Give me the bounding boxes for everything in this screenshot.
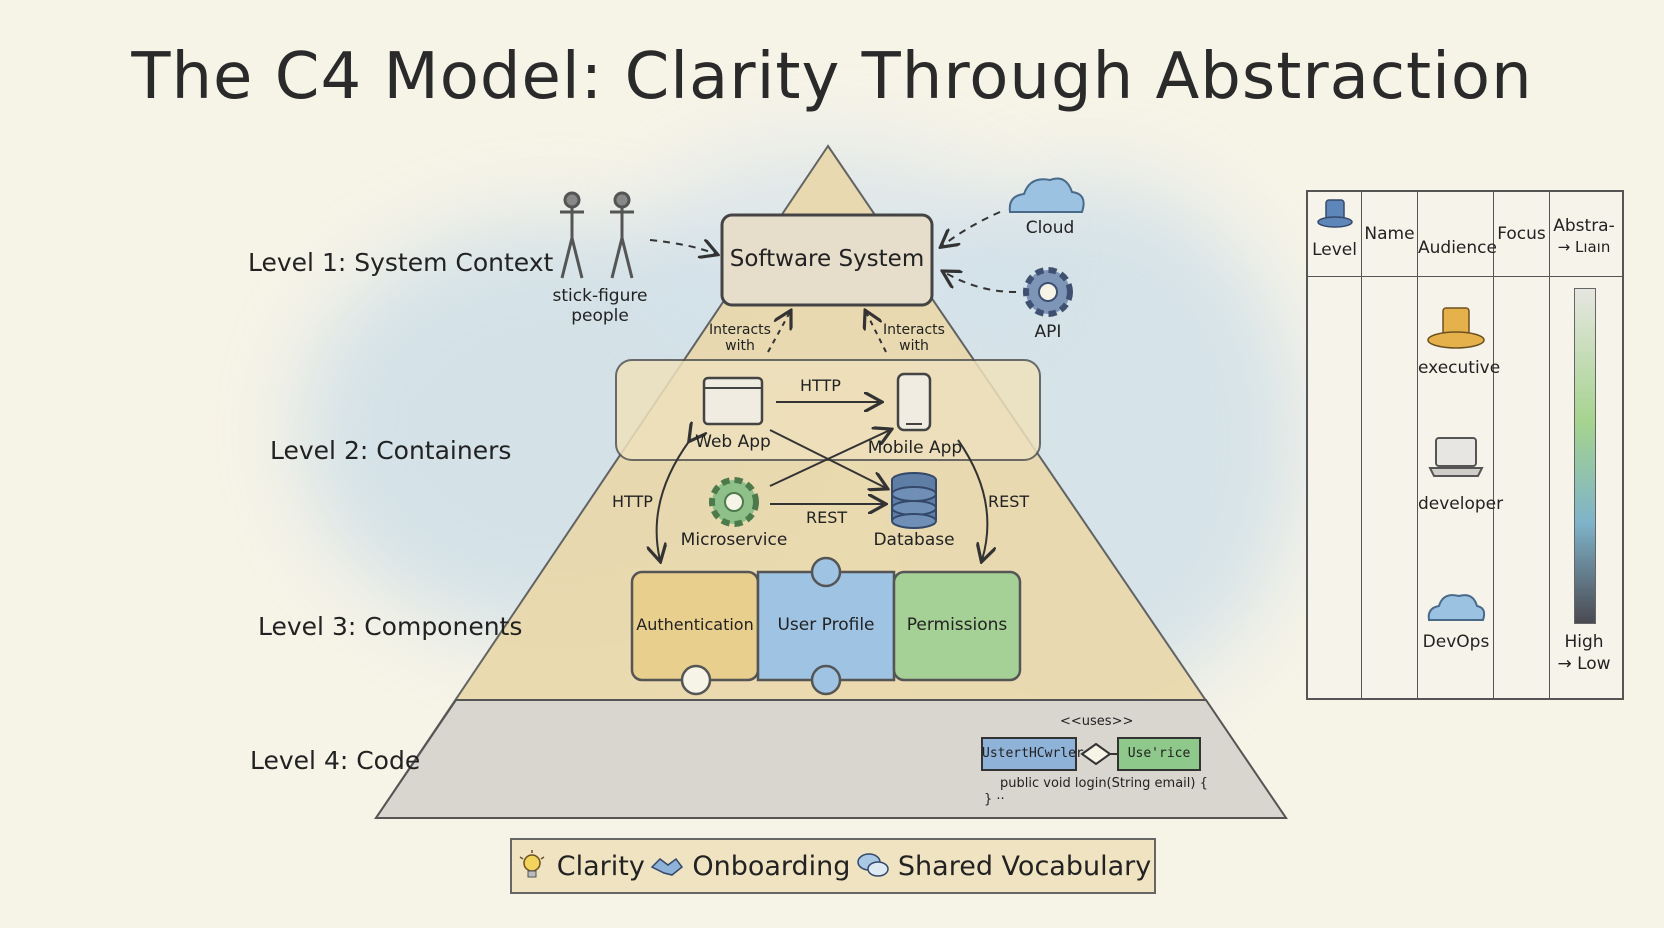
- header-audience: Audience: [1418, 238, 1497, 258]
- people-icon: [560, 191, 634, 279]
- table-col-focus: Focus: [1494, 192, 1550, 698]
- component-permissions: Permissions: [906, 615, 1008, 635]
- rest-right-label: REST: [988, 492, 1030, 511]
- header-focus: Focus: [1497, 224, 1546, 244]
- benefit-onboarding: Onboarding: [650, 849, 850, 883]
- uml-class-right: Use'rice: [1127, 746, 1191, 761]
- database-label: Database: [873, 530, 955, 550]
- cloud-icon: [1427, 594, 1486, 621]
- web-app-label: Web App: [695, 432, 771, 452]
- header-name: Name: [1364, 224, 1415, 244]
- uml-class-left: UstertHCwrler: [982, 746, 1084, 761]
- software-system-label: Software System: [729, 246, 925, 272]
- people-label: stick-figure people: [552, 286, 648, 326]
- microservice-label: Microservice: [680, 530, 788, 550]
- arrow-api-to-system: [944, 272, 1017, 293]
- audience-table: Level Name Audience executive developer …: [1306, 190, 1624, 700]
- arrow-cloud-to-system: [942, 211, 1001, 246]
- interacts-left-line2: with: [725, 338, 755, 354]
- cloud-label: Cloud: [1025, 218, 1075, 238]
- database-icon: [891, 472, 937, 529]
- mobile-app-label: Mobile App: [867, 438, 963, 458]
- code-line-2: } ··: [984, 792, 1005, 807]
- laptop-icon: [1428, 437, 1484, 477]
- http-left-label: HTTP: [612, 492, 653, 511]
- table-header-row: [1308, 192, 1622, 277]
- uses-label: <<uses>>: [1060, 714, 1134, 729]
- benefit-clarity-label: Clarity: [556, 850, 645, 882]
- software-system-box: [720, 213, 934, 307]
- benefit-shared-vocabulary: Shared Vocabulary: [856, 849, 1151, 883]
- component-user-profile: User Profile: [777, 615, 875, 635]
- interacts-right-label: Interacts with: [874, 322, 954, 354]
- benefit-shared-vocabulary-label: Shared Vocabulary: [897, 850, 1152, 882]
- header-level: Level: [1312, 240, 1357, 260]
- audience-developer: developer: [1418, 494, 1504, 514]
- web-app-icon: [702, 376, 764, 426]
- audience-devops: DevOps: [1422, 632, 1490, 652]
- speech-bubbles-icon: [857, 853, 889, 877]
- interacts-right-line1: Interacts: [883, 322, 945, 338]
- arrow-http-left: [657, 440, 690, 560]
- level-1-label: Level 1: System Context: [248, 248, 554, 277]
- api-label: API: [1034, 322, 1062, 342]
- pyramid: [374, 144, 1288, 819]
- page-title: The C4 Model: Clarity Through Abstractio…: [131, 40, 1533, 114]
- level-3-label: Level 3: Components: [258, 612, 523, 641]
- rest-mid-label: REST: [806, 508, 848, 527]
- interacts-arrow-right: [866, 312, 887, 353]
- scale-low: → Low: [1557, 654, 1611, 674]
- arrow-rest-right: [957, 439, 987, 560]
- api-gear-icon: [1023, 267, 1073, 317]
- handshake-icon: [651, 857, 684, 876]
- lightbulb-icon: [519, 850, 545, 878]
- scale-high: High: [1564, 632, 1604, 652]
- level-4-label: Level 4: Code: [250, 746, 421, 775]
- table-col-level: Level: [1308, 192, 1362, 698]
- mobile-app-icon: [896, 372, 932, 432]
- benefit-clarity: Clarity: [515, 849, 645, 883]
- interacts-left-label: Interacts with: [700, 322, 780, 354]
- top-hat-icon: [1317, 199, 1353, 228]
- table-col-name: Name: [1362, 192, 1418, 698]
- benefits-bar: Clarity Onboarding Shared Vocabulary: [510, 838, 1156, 894]
- http-top-label: HTTP: [800, 376, 841, 395]
- audience-executive: executive: [1418, 358, 1501, 378]
- code-line-1: public void login(String email) {: [1000, 776, 1208, 791]
- arrow-micro-to-mobile: [769, 430, 890, 487]
- components-puzzle: [630, 556, 1022, 696]
- header-abstraction: Abstra-: [1553, 216, 1615, 236]
- arrow-people-to-system: [649, 240, 716, 254]
- level-2-label: Level 2: Containers: [270, 436, 512, 465]
- interacts-left-line1: Interacts: [709, 322, 771, 338]
- top-hat-icon: [1427, 307, 1485, 349]
- benefit-onboarding-label: Onboarding: [692, 850, 851, 882]
- table-col-audience: Audience executive developer DevOps: [1418, 192, 1504, 698]
- interacts-arrow-left: [767, 312, 790, 353]
- component-authentication: Authentication: [636, 615, 754, 634]
- table-col-abstraction: Abstra- → Lıaın High → Low: [1550, 192, 1618, 698]
- microservice-gear-icon: [709, 477, 759, 527]
- header-abstraction-sub: → Lıaın: [1557, 238, 1611, 256]
- uml-classes: [981, 737, 1201, 771]
- interacts-right-line2: with: [899, 338, 929, 354]
- abstraction-gradient-bar: [1574, 288, 1596, 624]
- cloud-icon: [1008, 177, 1085, 213]
